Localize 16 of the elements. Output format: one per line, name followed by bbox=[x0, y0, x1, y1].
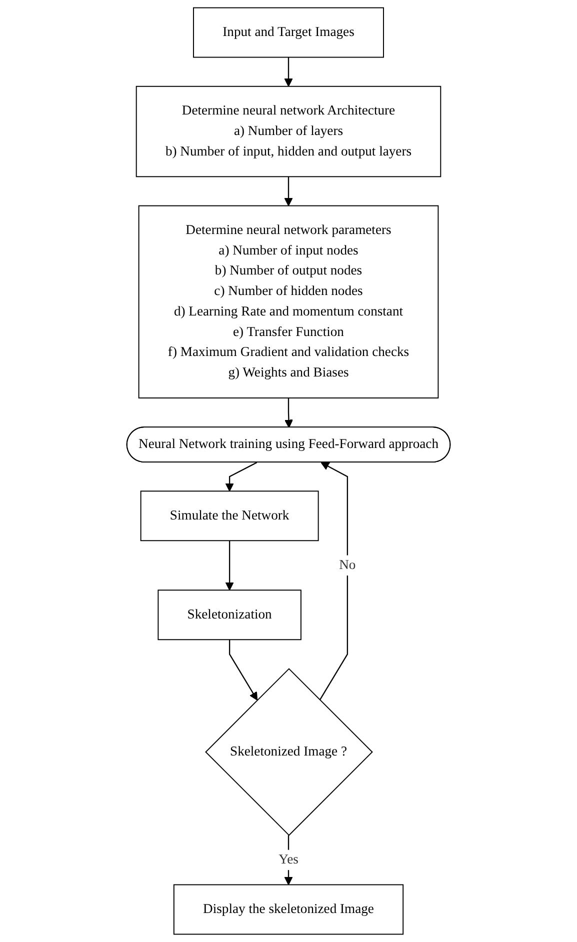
node-box: Skeletonization bbox=[158, 590, 302, 640]
node-box: Determine neural network Architecture a) Number of layers b) Number of input, hidden and output layers bbox=[136, 86, 442, 178]
edge-label: No bbox=[339, 558, 356, 573]
node-box: Simulate the Network bbox=[140, 490, 319, 542]
arrow bbox=[228, 640, 258, 700]
node-diamond: Skeletonized Image ? bbox=[205, 668, 373, 836]
arrow bbox=[284, 176, 293, 206]
arrow bbox=[319, 462, 348, 700]
node-box: Input and Target Images bbox=[193, 7, 384, 58]
arrow bbox=[284, 57, 293, 87]
arrow bbox=[225, 462, 258, 492]
node-box: Display the skeletonized Image bbox=[173, 884, 404, 935]
node-box: Determine neural network parameters a) Number of input nodes b) Number of output nodes c) Number of hidden nodes d) Learning Rate and momentum constant e) Transfer Function f) Maximum Gradient and validation checks g) Weights and Biases bbox=[138, 205, 439, 398]
edge-label: Yes bbox=[278, 852, 298, 868]
arrow bbox=[284, 398, 293, 428]
arrow bbox=[225, 540, 234, 591]
